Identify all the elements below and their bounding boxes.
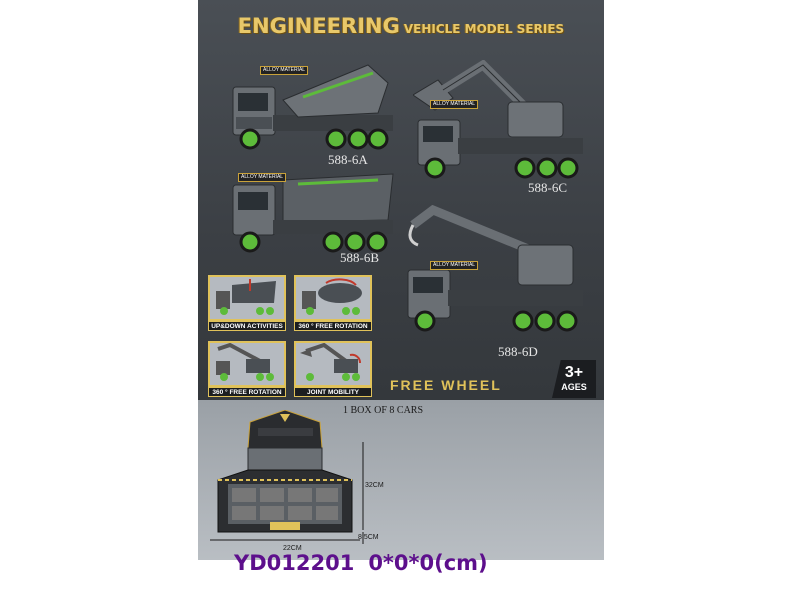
product-dimensions: 0*0*0(cm) (368, 551, 488, 575)
dimension-lines (362, 442, 364, 544)
age-label: AGES (561, 382, 587, 392)
alloy-tag-b: ALLOY MATERIAL (238, 173, 287, 182)
model-label-b: 588-6B (340, 250, 379, 265)
crane-truck-icon (407, 205, 583, 332)
alloy-tag-a: ALLOY MATERIAL (260, 66, 309, 75)
feature-thumb-joint (294, 341, 372, 387)
feature-thumb-updown (208, 275, 286, 321)
display-box-icon (210, 410, 360, 541)
cement-mixer-truck-icon (232, 64, 393, 150)
product-code: YD012201 0*0*0(cm) (234, 551, 488, 575)
width-label: 22CM (283, 545, 302, 552)
title-sub: VEHICLE MODEL SERIES (403, 22, 565, 36)
box-note: 1 BOX OF 8 CARS (343, 405, 424, 416)
dump-truck-icon (232, 173, 394, 253)
feature-thumb-rotation-mixer (294, 275, 372, 321)
depth-label: 8.5CM (358, 534, 379, 541)
feature-thumb-rotation-crane (208, 341, 286, 387)
alloy-tag-d: ALLOY MATERIAL (430, 261, 479, 270)
excavator-truck-icon (300, 342, 361, 381)
dump-truck-icon (216, 279, 276, 315)
excavator-truck-icon (413, 60, 583, 179)
model-label-d: 588-6D (498, 344, 538, 359)
feature-caption-rotation-mixer: 360 ° FREE ROTATION (294, 321, 372, 331)
model-label-c: 588-6C (528, 180, 567, 195)
free-wheel-label: FREE WHEEL (390, 377, 502, 393)
cement-mixer-truck-icon (302, 278, 362, 315)
alloy-tag-c: ALLOY MATERIAL (430, 100, 479, 109)
age-plus: 3+ (564, 364, 584, 381)
title-main: ENGINEERING (237, 14, 400, 38)
model-label-a: 588-6A (328, 152, 368, 167)
age-badge: 3+ AGES (552, 360, 596, 398)
height-label: 32CM (365, 482, 384, 489)
feature-caption-updown: UP&DOWN ACTIVITIES (208, 321, 286, 331)
feature-caption-joint: JOINT MOBILITY (294, 387, 372, 397)
product-code-number: YD012201 (234, 551, 355, 575)
feature-caption-rotation-crane: 360 ° FREE ROTATION (208, 387, 286, 397)
crane-truck-icon (216, 342, 274, 381)
